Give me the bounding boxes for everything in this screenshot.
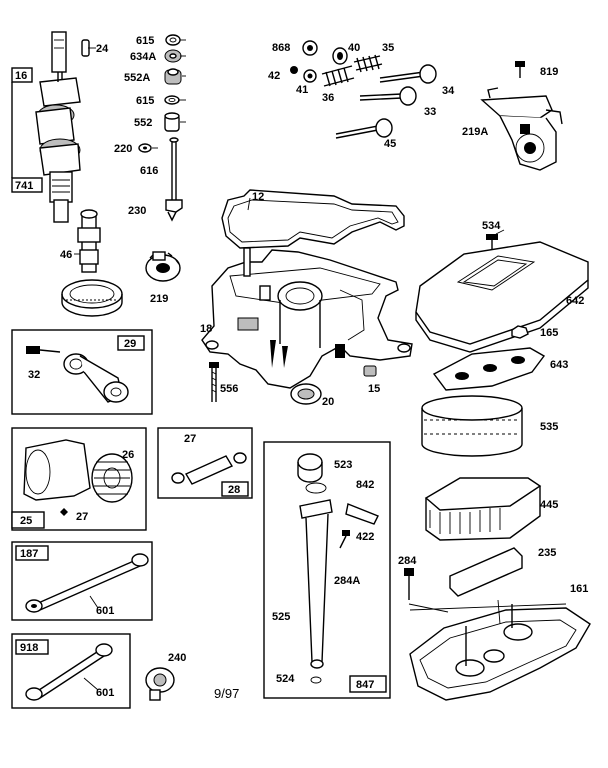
label-16: 16 bbox=[15, 70, 27, 82]
part-box-741 bbox=[11, 177, 43, 193]
label-642: 642 bbox=[566, 295, 584, 307]
revision-date: 9/97 bbox=[214, 686, 239, 701]
governor-gear-219 bbox=[145, 251, 181, 282]
label-552A: 552A bbox=[124, 72, 150, 84]
label-219A: 219A bbox=[462, 126, 488, 138]
box-847-group bbox=[263, 441, 391, 699]
breather-240 bbox=[145, 667, 175, 701]
label-643: 643 bbox=[550, 359, 568, 371]
crankcase-18 bbox=[201, 247, 413, 389]
label-27b: 27 bbox=[184, 433, 196, 445]
box-25-group bbox=[11, 427, 147, 531]
label-284: 284 bbox=[398, 555, 417, 567]
label-46: 46 bbox=[60, 249, 72, 261]
label-20: 20 bbox=[322, 396, 334, 408]
label-165: 165 bbox=[540, 327, 558, 339]
label-15: 15 bbox=[368, 383, 380, 395]
label-847: 847 bbox=[356, 679, 374, 691]
label-12: 12 bbox=[252, 191, 264, 203]
label-284A: 284A bbox=[334, 575, 360, 587]
part-box-29 bbox=[117, 335, 145, 351]
label-445: 445 bbox=[540, 499, 558, 511]
label-819: 819 bbox=[540, 66, 558, 78]
label-918: 918 bbox=[20, 642, 38, 654]
label-29: 29 bbox=[124, 338, 136, 350]
label-525: 525 bbox=[272, 611, 290, 623]
air-filter-base-643 bbox=[432, 347, 546, 391]
label-219: 219 bbox=[150, 293, 168, 305]
camshaft-gear-46 bbox=[61, 209, 123, 317]
label-556: 556 bbox=[220, 383, 238, 395]
label-601a: 601 bbox=[96, 605, 114, 617]
label-24: 24 bbox=[96, 43, 109, 55]
label-41: 41 bbox=[296, 84, 308, 96]
label-18: 18 bbox=[200, 323, 212, 335]
label-34: 34 bbox=[442, 85, 455, 97]
label-535: 535 bbox=[540, 421, 558, 433]
box-187-group bbox=[11, 541, 153, 621]
leader-lines bbox=[74, 39, 567, 691]
part-box-16 bbox=[11, 67, 33, 83]
label-42: 42 bbox=[268, 70, 280, 82]
air-cleaner-cover-642 bbox=[415, 241, 589, 353]
connecting-rod-box bbox=[11, 329, 153, 415]
part-box-28 bbox=[221, 481, 249, 497]
box-28-group bbox=[157, 427, 253, 499]
label-422: 422 bbox=[356, 531, 374, 543]
box-918-group bbox=[11, 633, 131, 709]
label-615b: 615 bbox=[136, 95, 154, 107]
label-27a: 27 bbox=[76, 511, 88, 523]
drain-plug-15 bbox=[363, 365, 377, 377]
air-filter-base-161 bbox=[409, 604, 591, 701]
label-552: 552 bbox=[134, 117, 152, 129]
label-230: 230 bbox=[128, 205, 146, 217]
label-32: 32 bbox=[28, 369, 40, 381]
label-240: 240 bbox=[168, 652, 186, 664]
valve-parts bbox=[290, 40, 437, 139]
label-28: 28 bbox=[228, 484, 240, 496]
label-524: 524 bbox=[276, 673, 295, 685]
screw-284 bbox=[404, 568, 449, 613]
gasket-12 bbox=[221, 189, 405, 249]
crankshaft-group bbox=[11, 31, 81, 223]
label-36: 36 bbox=[322, 92, 334, 104]
label-616: 616 bbox=[140, 165, 158, 177]
governor-shaft-616 bbox=[165, 137, 183, 222]
part-box-187 bbox=[15, 545, 49, 561]
part-box-25 bbox=[11, 511, 45, 529]
label-741: 741 bbox=[15, 180, 33, 192]
label-634A: 634A bbox=[130, 51, 156, 63]
air-filter-cartridge-445 bbox=[424, 477, 542, 541]
label-25: 25 bbox=[20, 515, 32, 527]
part-box-29-frame bbox=[11, 329, 153, 415]
label-187: 187 bbox=[20, 548, 38, 560]
governor-control-219A bbox=[480, 87, 563, 171]
label-842: 842 bbox=[356, 479, 374, 491]
label-40: 40 bbox=[348, 42, 360, 54]
oil-seal-20 bbox=[290, 383, 322, 405]
screw-819 bbox=[515, 61, 525, 78]
nut-165 bbox=[511, 325, 529, 339]
part-24-pin bbox=[81, 39, 90, 57]
label-523: 523 bbox=[334, 459, 352, 471]
pre-cleaner-535 bbox=[421, 395, 523, 457]
part-box-918 bbox=[15, 639, 49, 655]
label-161: 161 bbox=[570, 583, 588, 595]
label-601b: 601 bbox=[96, 687, 114, 699]
bolt-556 bbox=[209, 362, 219, 402]
baffle-235 bbox=[449, 547, 523, 597]
label-615a: 615 bbox=[136, 35, 154, 47]
label-235: 235 bbox=[538, 547, 556, 559]
label-35: 35 bbox=[382, 42, 394, 54]
label-26: 26 bbox=[122, 449, 134, 461]
part-box-847 bbox=[349, 675, 387, 693]
label-868: 868 bbox=[272, 42, 290, 54]
label-220: 220 bbox=[114, 143, 132, 155]
label-45: 45 bbox=[384, 138, 396, 150]
label-534: 534 bbox=[482, 220, 501, 232]
label-33: 33 bbox=[424, 106, 436, 118]
